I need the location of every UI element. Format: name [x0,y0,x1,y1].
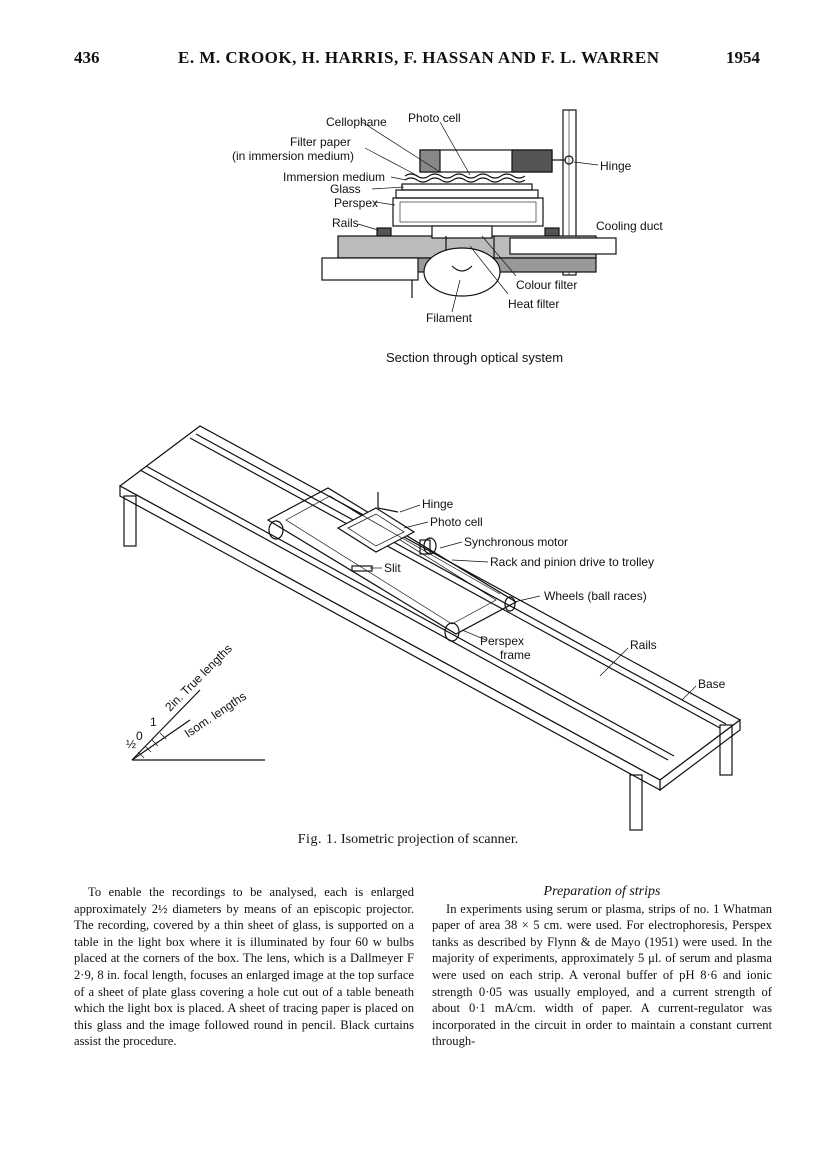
label-rails-bottom: Rails [630,638,657,652]
post [562,109,577,276]
figure-caption: Fig. 1. Isometric projection of scanner. [0,832,816,848]
label-hinge-bottom: Hinge [422,497,454,511]
page-number: 436 [74,48,100,67]
paragraph-enlargement: To enable the recordings to be analysed,… [74,885,414,1049]
scale-isom-lengths: Isom. lengths [182,689,249,741]
label-rails-top: Rails [332,216,359,230]
scale-half: ½ [126,737,136,751]
optical-section-diagram [321,109,617,313]
section-title-preparation: Preparation of strips [543,884,661,899]
label-photo-cell: Photo cell [408,111,461,125]
label-slit: Slit [384,561,401,575]
label-glass: Glass [330,182,361,196]
label-perspex-bottom: Perspex [480,634,524,648]
label-cooling-duct: Cooling duct [596,219,663,233]
label-immersion-medium: Immersion medium [283,170,385,184]
label-wheels: Wheels (ball races) [544,589,647,603]
label-heat-filter: Heat filter [508,297,559,311]
label-perspex-top: Perspex [334,196,378,210]
scale-one: 1 [150,715,157,729]
label-cellophane: Cellophane [326,115,387,129]
label-photo-cell-bottom: Photo cell [430,515,483,529]
scale-zero: 0 [136,729,143,743]
label-frame: frame [500,648,531,662]
paragraph-strips: In experiments using serum or plasma, st… [432,901,772,1049]
body-column-left: To enable the recordings to be analysed,… [74,884,414,1050]
label-filament: Filament [426,311,473,325]
scanner-isometric-diagram [118,425,742,831]
label-filter-paper: Filter paper [290,135,351,149]
header-year: 1954 [726,48,760,67]
optical-section-labels: Cellophane Photo cell Filter paper (in i… [232,111,663,365]
label-rack-pinion: Rack and pinion drive to trolley [490,555,654,569]
header-authors: E. M. CROOK, H. HARRIS, F. HASSAN AND F.… [178,48,660,67]
label-hinge-top: Hinge [600,159,632,173]
body-column-right: Preparation of strips In experiments usi… [432,884,772,1050]
running-header: 436 E. M. CROOK, H. HARRIS, F. HASSAN AN… [74,48,760,72]
optical-section-caption: Section through optical system [386,350,563,365]
figure-caption-text: Isometric projection of scanner. [340,832,519,847]
label-colour-filter: Colour filter [516,278,577,292]
label-synchronous-motor: Synchronous motor [464,535,568,549]
label-filter-paper-sub: (in immersion medium) [232,149,354,163]
figure-caption-label: Fig. 1. [297,832,338,847]
label-base: Base [698,677,726,691]
